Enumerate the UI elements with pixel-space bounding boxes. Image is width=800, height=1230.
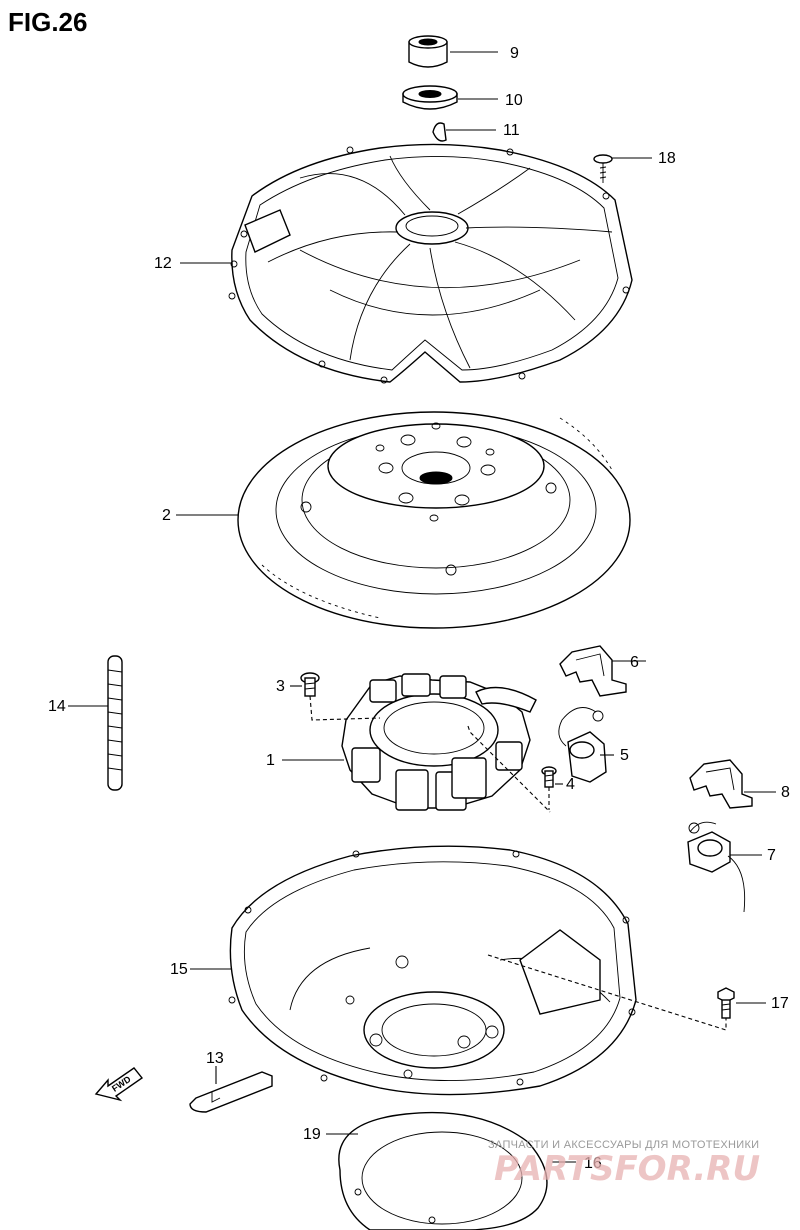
tube-part bbox=[107, 655, 123, 791]
clamp-part-8 bbox=[689, 759, 753, 809]
callout-11: 11 bbox=[503, 122, 520, 139]
pulser-coil-part-5 bbox=[558, 707, 607, 783]
callout-3: 3 bbox=[276, 678, 285, 695]
callout-17: 17 bbox=[771, 995, 789, 1012]
bracket-part bbox=[189, 1071, 273, 1113]
bolt-part-17 bbox=[717, 987, 735, 1019]
callout-5: 5 bbox=[620, 747, 629, 764]
screw-part-3 bbox=[300, 672, 320, 697]
screw-part-4 bbox=[541, 766, 557, 810]
callout-6: 6 bbox=[630, 654, 639, 671]
washer-part bbox=[402, 85, 458, 110]
callout-10: 10 bbox=[505, 92, 523, 109]
callout-12: 12 bbox=[154, 255, 172, 272]
forward-direction-marker: FWD bbox=[94, 1067, 144, 1102]
callout-16: 16 bbox=[584, 1155, 602, 1172]
figure-title: FIG.26 bbox=[8, 7, 87, 37]
callout-7: 7 bbox=[767, 847, 776, 864]
leader-lines bbox=[68, 51, 776, 1163]
callout-4: 4 bbox=[566, 776, 575, 793]
screw-part-18 bbox=[593, 154, 613, 183]
callout-18: 18 bbox=[658, 150, 676, 167]
flywheel-cover-part bbox=[228, 143, 633, 384]
callout-19: 19 bbox=[303, 1126, 321, 1143]
callout-9: 9 bbox=[510, 45, 519, 62]
callout-13: 13 bbox=[206, 1050, 224, 1067]
watermark-tagline: ЗАПЧАСТИ И АКСЕССУАРЫ ДЛЯ МОТОТЕХНИКИ bbox=[488, 1139, 759, 1151]
callout-1: 1 bbox=[266, 752, 275, 769]
callout-15: 15 bbox=[170, 961, 188, 978]
pulser-coil-part-7 bbox=[687, 821, 746, 913]
key-part bbox=[432, 122, 447, 142]
stator-base-part bbox=[228, 845, 637, 1096]
callout-2: 2 bbox=[162, 507, 171, 524]
watermark: ЗАПЧАСТИ И АКСЕССУАРЫ ДЛЯ МОТОТЕХНИКИ PA… bbox=[488, 1139, 760, 1189]
flywheel-rotor-part bbox=[237, 411, 631, 629]
clamp-part-6 bbox=[559, 645, 627, 697]
stator-part bbox=[341, 673, 537, 811]
callout-labels: 9 10 11 18 12 2 6 3 14 5 1 4 8 7 15 17 1… bbox=[48, 45, 790, 1172]
callout-8: 8 bbox=[781, 784, 790, 801]
callout-14: 14 bbox=[48, 698, 66, 715]
nut-part bbox=[408, 35, 448, 68]
watermark-logo: PARTSFOR.RU bbox=[494, 1149, 760, 1189]
